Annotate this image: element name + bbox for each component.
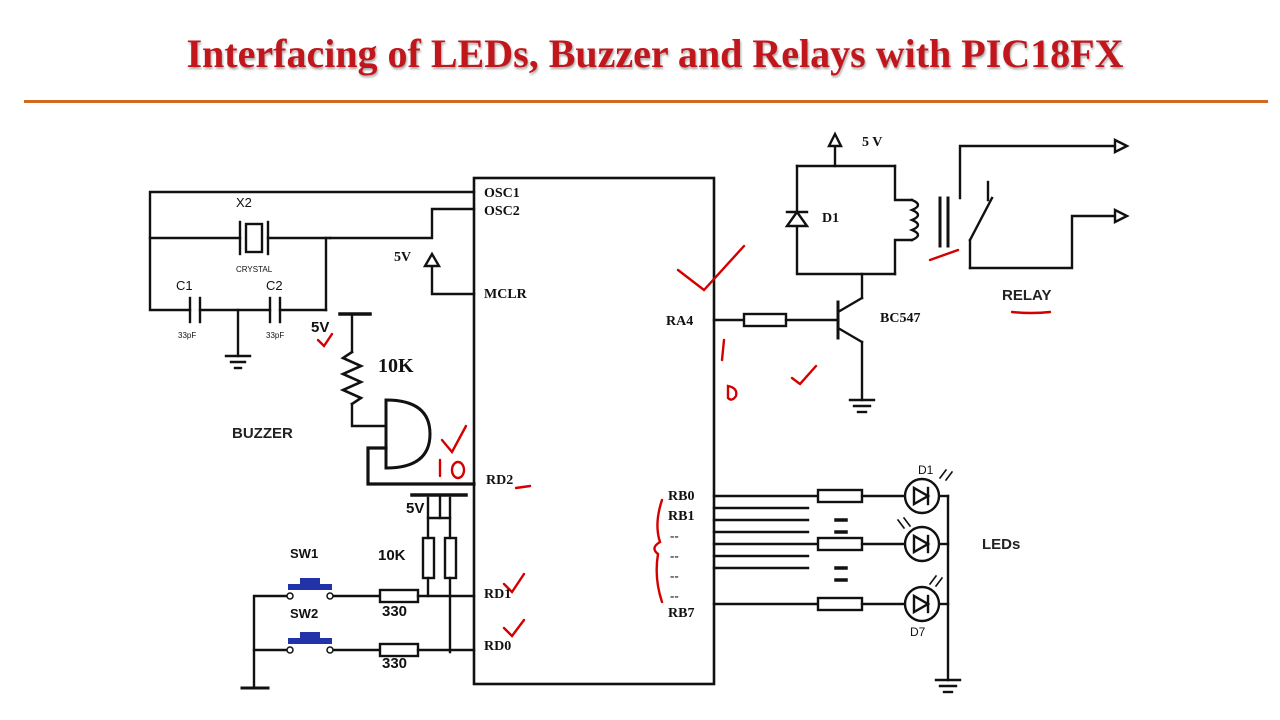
- capacitor-c1: [188, 296, 202, 324]
- annotation-zero: [450, 460, 466, 480]
- flyback-diode: [784, 131, 897, 276]
- annotation-check: [502, 572, 526, 594]
- annotation-check: [790, 364, 818, 386]
- r2-label: 330: [382, 655, 407, 672]
- mcu-chip: [472, 176, 716, 686]
- cap-c2-value: 33pF: [266, 331, 284, 340]
- relay-contacts: [958, 138, 1130, 270]
- cap-c2-label: C2: [266, 278, 283, 293]
- relay-driver: [712, 272, 876, 414]
- pin-rb7: RB7: [668, 606, 694, 621]
- led-last-label: D7: [910, 625, 926, 639]
- capacitor-c2: [268, 296, 282, 324]
- relay-coil: [893, 164, 950, 276]
- pin-rd2: RD2: [486, 473, 513, 488]
- pin-rb0: RB0: [668, 489, 694, 504]
- relay-label: RELAY: [1002, 287, 1051, 304]
- pin-rb1: RB1: [668, 509, 694, 524]
- switch-5v-label: 5V: [406, 500, 424, 517]
- annotation-zero: [726, 384, 738, 401]
- led-first-label: D1: [918, 463, 934, 477]
- pin-rd1: RD1: [484, 587, 511, 602]
- pin-dash: --: [670, 548, 679, 563]
- mclr-5v-label: 5V: [394, 250, 411, 265]
- annotation-underline: [1010, 310, 1052, 315]
- r1-label: 330: [382, 603, 407, 620]
- oscillator-circuit: [148, 190, 476, 312]
- mclr-supply: [422, 251, 476, 296]
- annotation-check: [316, 332, 334, 348]
- buzzer-circuit: [338, 312, 476, 486]
- annotation-check: [440, 424, 468, 455]
- sw1-label: SW1: [290, 546, 318, 561]
- annotation-check: [676, 244, 746, 292]
- annotation-underline: [514, 484, 532, 490]
- annotation-brace: [653, 498, 664, 604]
- pin-mclr: MCLR: [484, 287, 528, 302]
- cap-c1-value: 33pF: [178, 331, 196, 340]
- pin-rd0: RD0: [484, 639, 511, 654]
- led-d4: [896, 516, 941, 563]
- crystal-x2: [238, 220, 270, 256]
- buzzer-resistor-label: 10K: [378, 355, 414, 377]
- pullup-label: 10K: [378, 547, 406, 564]
- annotation-underline: [928, 248, 960, 262]
- title-rule: [24, 100, 1268, 103]
- pin-dash: --: [670, 528, 679, 543]
- pin-ra4: RA4: [666, 314, 693, 329]
- sw2-label: SW2: [290, 606, 318, 621]
- crystal-label: X2: [236, 195, 252, 210]
- switch-pullups: [410, 493, 468, 654]
- annotation-one: [720, 338, 726, 362]
- pin-osc2: OSC2: [484, 204, 520, 219]
- switch-sw1: [286, 578, 334, 600]
- pin-dash: --: [670, 568, 679, 583]
- led-bus: [712, 488, 962, 694]
- transistor-label: BC547: [880, 311, 920, 326]
- buzzer-5v-label: 5V: [311, 319, 329, 336]
- page-title: Interfacing of LEDs, Buzzer and Relays w…: [186, 31, 1124, 76]
- cap-c1-label: C1: [176, 278, 193, 293]
- switch-wiring: [240, 588, 476, 690]
- pin-osc1: OSC1: [484, 186, 520, 201]
- diode-label: D1: [822, 211, 839, 226]
- pin-dash: --: [670, 588, 679, 603]
- handwritten-annotations: [316, 244, 1052, 638]
- relay-5v-label: 5 V: [862, 135, 882, 150]
- ground-oscillator: [224, 308, 252, 370]
- led-d7: [903, 574, 944, 623]
- switch-sw2: [286, 632, 334, 654]
- led-d1: [903, 468, 954, 515]
- buzzer-label: BUZZER: [232, 425, 293, 442]
- annotation-check: [502, 618, 526, 638]
- leds-label: LEDs: [982, 536, 1020, 553]
- crystal-type-label: CRYSTAL: [236, 265, 273, 274]
